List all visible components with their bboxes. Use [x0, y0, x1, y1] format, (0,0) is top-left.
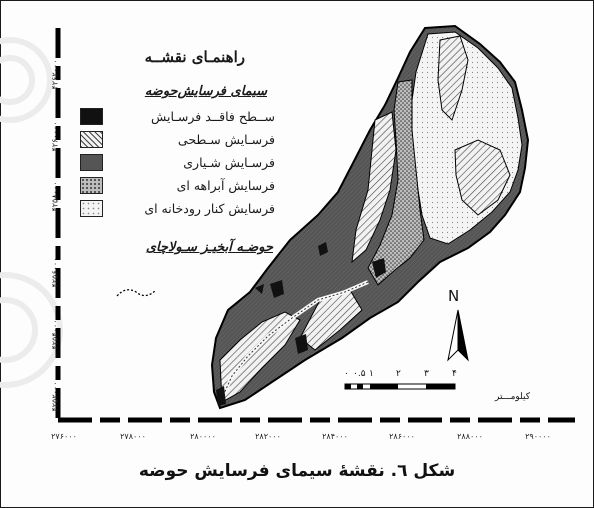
scale-tick: ۴ [452, 369, 457, 379]
scale-tick: ۱ [369, 369, 374, 379]
y-tick: ۴۲۵۴۰۰۰ [50, 319, 60, 350]
legend-label: فرسایش کنار رودخانه ای [144, 201, 275, 216]
legend-swatch-light-dots [80, 200, 103, 217]
north-arrow [447, 309, 469, 362]
legend-swatch-black [80, 108, 103, 125]
legend-item-no-erosion: ســطح فاقــد فرسـایش [70, 105, 275, 128]
channel-erosion-area [367, 79, 425, 286]
map-axes [55, 28, 575, 423]
no-erosion-patches [216, 242, 386, 406]
scale-tick: ۰ [344, 369, 349, 379]
y-tick: ۴۲۶۲۰۰۰ [50, 59, 60, 90]
surface-erosion-area-3 [454, 139, 511, 216]
scale-unit: کیلومـــتر [495, 392, 531, 402]
legend-item-surface: فرسـایش سـطحی [70, 128, 275, 151]
scale-bar [344, 383, 456, 390]
y-tick: ۴۲۶۰۰۰۰ [50, 121, 60, 152]
x-tick: ۲۹۰۰۰۰ [525, 432, 551, 441]
legend-label: فرسـایش سـطحی [177, 132, 275, 147]
x-tick: ۲۸۰۰۰۰ [190, 432, 216, 441]
scale-tick: ۲ [396, 369, 401, 379]
y-tick: ۴۲۵۸۰۰۰ [50, 181, 60, 212]
surface-erosion-area-2 [351, 111, 397, 264]
legend-label: فرسـایش شـیاری [183, 155, 275, 170]
x-tick: ۲۸۲۰۰۰ [255, 432, 281, 441]
legend-subtitle: سیمای فرسایش‌حوضه [144, 84, 267, 99]
legend-swatch-dots [80, 177, 103, 194]
x-tick: ۲۷۸۰۰۰ [120, 432, 146, 441]
legend-basin-label: حوضـه آبخیـز سـولاچای [145, 240, 273, 255]
scale-tick: ۳ [424, 369, 429, 379]
x-tick: ۲۸۸۰۰۰ [457, 432, 483, 441]
legend-swatch-dark-gray [80, 154, 103, 171]
map-legend: راهنمـای نقشــه سیمای فرسایش‌حوضه ســطح … [70, 48, 275, 255]
legend-swatch-diagonal [80, 131, 103, 148]
surface-erosion-area-1 [437, 35, 469, 121]
legend-item-bank: فرسایش کنار رودخانه ای [70, 197, 275, 220]
x-tick: ۲۸۴۰۰۰ [322, 432, 348, 441]
x-tick: ۲۷۶۰۰۰ [51, 432, 77, 441]
basin-legend-symbol [116, 289, 157, 297]
y-tick: ۴۲۵۲۰۰۰ [50, 381, 60, 412]
x-tick: ۲۸۶۰۰۰ [389, 432, 415, 441]
figure-caption: شکل ٦. نقشهٔ سیمای فرسایش حوضه [138, 461, 456, 481]
surface-erosion-area-5 [219, 311, 301, 403]
scale-tick: ۰.۵ [353, 369, 366, 379]
legend-item-channel: فرسایش آبراهه ای [70, 174, 275, 197]
legend-label: ســطح فاقــد فرسـایش [151, 109, 275, 124]
legend-item-rill: فرسـایش شـیاری [70, 151, 275, 174]
legend-title: راهنمـای نقشــه [144, 48, 245, 66]
north-label: N [448, 287, 460, 305]
legend-label: فرسایش آبراهه ای [176, 178, 275, 193]
y-tick: ۴۲۵۶۰۰۰ [50, 257, 60, 288]
